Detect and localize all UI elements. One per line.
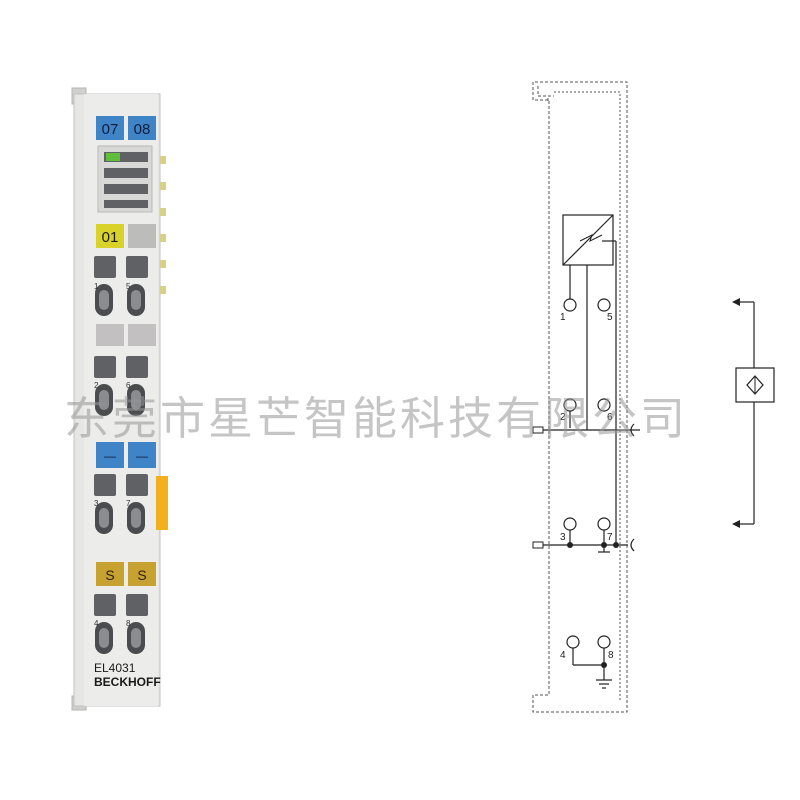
- model-name: EL4031: [94, 661, 136, 675]
- led-slot-2: [104, 168, 148, 178]
- shield-label: [96, 562, 124, 586]
- terminal-number-7: 7: [126, 499, 131, 508]
- shield-label: [128, 562, 156, 586]
- blank-label: [128, 224, 156, 248]
- schematic-terminal-7: 7: [607, 532, 613, 543]
- inner-outline: [554, 91, 621, 700]
- terminal-number-5: 5: [126, 282, 131, 291]
- ground-icon: [596, 551, 612, 689]
- schematic-terminal-1: 1: [560, 312, 566, 323]
- terminal-module: 07 08 01 1 5: [68, 80, 168, 720]
- blank-label: [128, 324, 156, 346]
- label-07-text: 07: [102, 121, 119, 138]
- terminal-module-drawing: 07 08 01 1 5: [71, 87, 168, 711]
- run-led: [106, 153, 120, 161]
- minus-label: [128, 442, 156, 468]
- terminal-pair-4-8: [94, 594, 148, 654]
- brand-name: BECKHOFF: [94, 675, 161, 689]
- schematic-terminal-6: 6: [607, 412, 613, 423]
- blank-label: [96, 324, 124, 346]
- schematic-terminal-2: 2: [560, 412, 566, 423]
- led-slot-1: [104, 152, 148, 162]
- orange-tab: [156, 476, 168, 530]
- minus-label: [96, 442, 124, 468]
- label-07: [96, 116, 124, 140]
- wire-connectors: [532, 426, 544, 549]
- schematic-terminal-3: 3: [560, 532, 566, 543]
- schematic-terminal-4: 4: [560, 650, 566, 661]
- label-08-text: 08: [134, 121, 151, 138]
- led-slot-4: [104, 200, 148, 208]
- terminal-number-4: 4: [94, 619, 99, 628]
- terminal-number-8: 8: [126, 619, 131, 628]
- terminal-number-3: 3: [94, 499, 99, 508]
- junction-dots: [567, 542, 619, 668]
- housing-outline: [532, 81, 628, 713]
- terminal-number-1: 1: [94, 282, 99, 291]
- shield-label-text: S: [137, 567, 146, 583]
- terminal-pair-2-6: [94, 356, 148, 416]
- terminal-number-6: 6: [126, 381, 131, 390]
- minus-label-text: —: [104, 449, 116, 463]
- wires: [543, 240, 640, 680]
- minus-label-text: —: [136, 449, 148, 463]
- side-contacts: [160, 156, 166, 294]
- arrow-icons: [732, 298, 740, 528]
- label-08: [128, 116, 156, 140]
- load-circuit: [738, 301, 755, 525]
- terminal-number-2: 2: [94, 381, 99, 390]
- led-slot-3: [104, 184, 148, 194]
- converter-icon: [562, 214, 614, 266]
- channel-label: [96, 224, 124, 248]
- terminal-pair-1-5: [94, 256, 148, 316]
- channel-label-text: 01: [102, 229, 119, 246]
- schematic-terminal-5: 5: [607, 312, 613, 323]
- shield-label-text: S: [105, 567, 114, 583]
- terminal-pair-3-7: [94, 474, 148, 534]
- shield-icon: [630, 423, 635, 552]
- terminal-circles: [563, 298, 611, 649]
- schematic-terminal-8: 8: [608, 650, 614, 661]
- sensor-icon: [735, 367, 775, 403]
